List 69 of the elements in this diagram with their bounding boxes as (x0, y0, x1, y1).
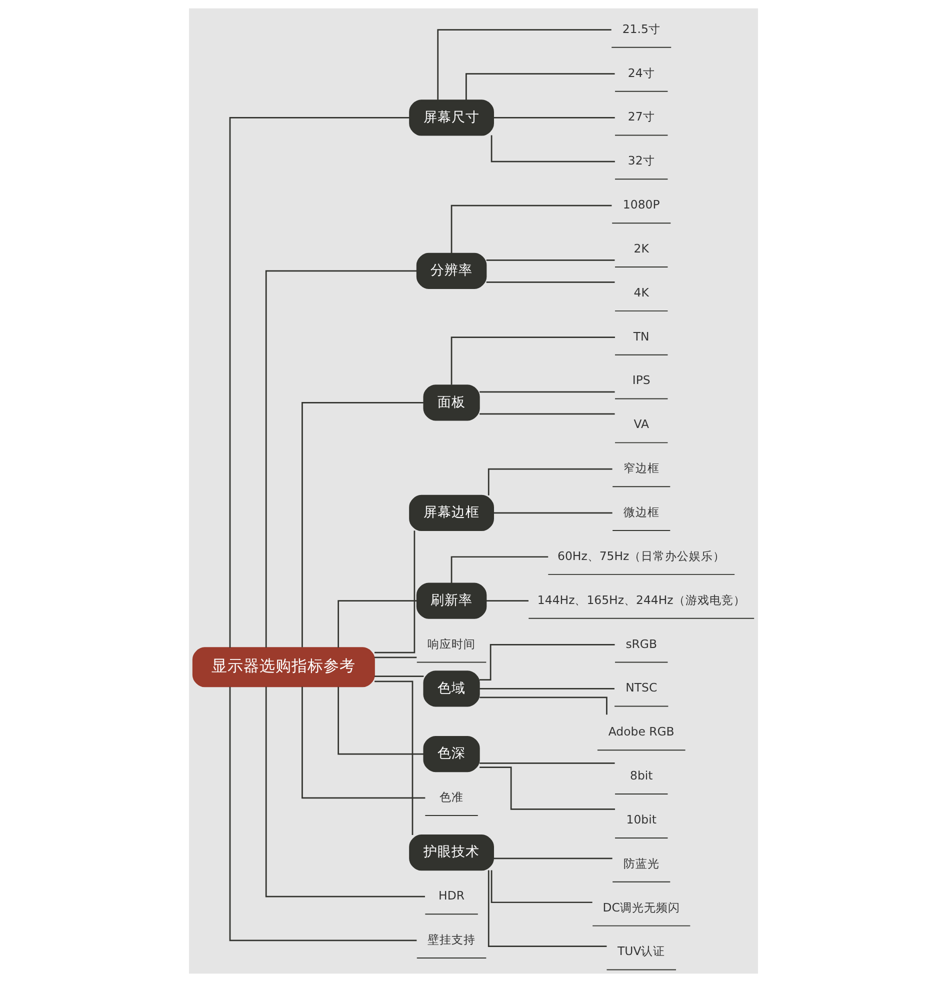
node-text: 32寸 (628, 154, 655, 168)
node-text: TN (633, 329, 650, 344)
node-box: 护眼技术 (409, 834, 494, 871)
node-text: 4K (634, 285, 649, 300)
connector (480, 688, 614, 690)
connector (374, 676, 424, 677)
node-text: 微边框 (623, 504, 660, 519)
connector (466, 73, 615, 100)
connector (480, 696, 608, 715)
connector (490, 135, 615, 162)
connector (374, 530, 416, 654)
node-text: VA (634, 417, 649, 432)
node-text: 2K (634, 241, 649, 256)
node-box: 显示器选购指标参考 (192, 647, 375, 688)
connector (338, 600, 417, 648)
node-box: 屏幕尺寸 (409, 100, 494, 136)
node-text: 10bit (626, 812, 656, 826)
connector (486, 281, 615, 283)
connector (229, 117, 410, 648)
node-text: 24寸 (628, 66, 655, 80)
connector (265, 270, 417, 648)
connector (480, 762, 615, 764)
node-text: sRGB (626, 636, 658, 651)
connector (302, 402, 424, 648)
connector (338, 686, 424, 755)
node-box: 刷新率 (416, 582, 487, 619)
connector (480, 644, 615, 681)
node-text: 1080P (622, 198, 660, 212)
node-box: 色深 (423, 736, 480, 772)
connector (480, 766, 615, 810)
connector (374, 680, 414, 835)
node-text: DC调光无频闪 (602, 900, 680, 914)
node-text: 色准 (440, 790, 464, 804)
node-text: 窄边框 (623, 461, 660, 476)
node-box: 色域 (423, 670, 480, 707)
connector (450, 556, 548, 584)
node-text: TUV认证 (618, 944, 666, 958)
node-box: 屏幕边框 (409, 494, 494, 532)
connector (450, 204, 612, 254)
node-text: Adobe RGB (608, 724, 674, 739)
connector (486, 260, 615, 261)
connector (488, 468, 612, 496)
connector (265, 686, 425, 898)
connector (490, 870, 592, 904)
connector (480, 413, 615, 415)
connector (488, 870, 607, 947)
node-box: 面板 (423, 384, 480, 421)
node-text: 防蓝光 (623, 856, 660, 870)
connector (450, 336, 615, 385)
node-text: 壁挂支持 (428, 932, 476, 946)
node-text: NTSC (626, 680, 658, 695)
node-text: IPS (632, 373, 650, 388)
node-text: 响应时间 (428, 636, 476, 651)
node-text: 21.5寸 (622, 22, 660, 36)
connector (486, 600, 528, 602)
connector (494, 512, 612, 514)
connector (480, 391, 615, 393)
connector (302, 686, 426, 799)
node-box: 分辨率 (416, 252, 487, 289)
node-text: HDR (438, 888, 465, 903)
connector (494, 117, 615, 118)
connector (437, 29, 612, 100)
node-text: 8bit (630, 768, 653, 782)
connector (229, 686, 417, 942)
connector (374, 656, 417, 658)
node-text: 60Hz、75Hz（日常办公娱乐） (558, 548, 726, 563)
connector (494, 858, 612, 860)
node-text: 27寸 (628, 110, 655, 124)
node-text: 144Hz、165Hz、244Hz（游戏电竞） (537, 592, 746, 607)
